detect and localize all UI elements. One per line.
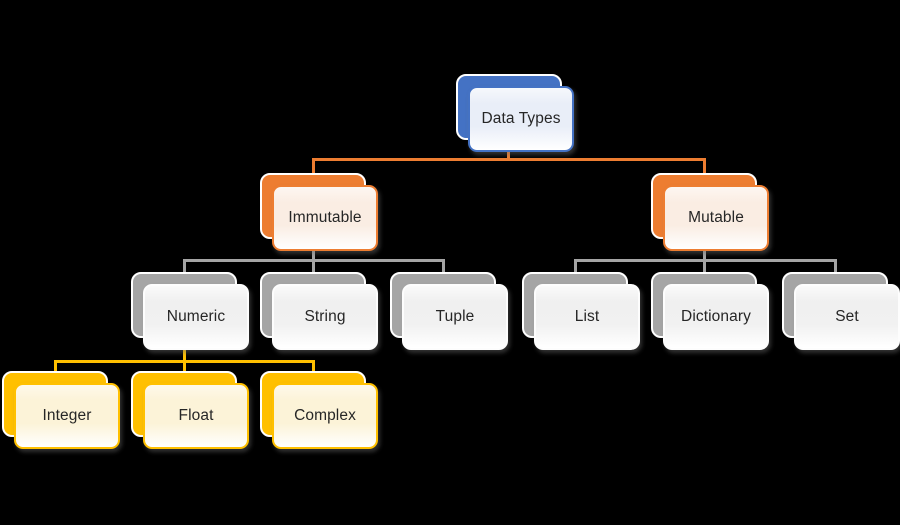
node-string: String (260, 272, 378, 350)
node-front-panel: Float (143, 383, 249, 449)
node-label: Set (835, 308, 859, 325)
node-tuple: Tuple (390, 272, 508, 350)
node-label: Numeric (166, 308, 226, 325)
connector-root-crossbar (312, 158, 706, 161)
node-numeric: Numeric (131, 272, 249, 350)
node-label: Dictionary (681, 308, 751, 325)
node-front-panel: List (534, 284, 640, 350)
node-label: Immutable (288, 209, 362, 226)
node-label: Integer (42, 407, 92, 424)
node-data-types: Data Types (456, 74, 574, 152)
node-front-panel: Integer (14, 383, 120, 449)
node-integer: Integer (2, 371, 120, 449)
connector-to-string (312, 259, 315, 279)
node-dictionary: Dictionary (651, 272, 769, 350)
node-front-panel: Immutable (272, 185, 378, 251)
connector-to-dictionary (703, 259, 706, 279)
connector-to-list (574, 259, 577, 279)
connector-mutable-stem (703, 245, 706, 262)
node-label: Complex (294, 407, 356, 424)
node-front-panel: Tuple (402, 284, 508, 350)
node-float: Float (131, 371, 249, 449)
node-front-panel: Set (794, 284, 900, 350)
connector-to-numeric (183, 259, 186, 279)
node-label: List (574, 308, 600, 325)
connector-to-integer (54, 360, 57, 378)
connector-to-complex (312, 360, 315, 378)
node-front-panel: String (272, 284, 378, 350)
node-label: Mutable (688, 209, 744, 226)
connector-to-tuple (442, 259, 445, 279)
node-complex: Complex (260, 371, 378, 449)
node-label: String (304, 308, 346, 325)
node-set: Set (782, 272, 900, 350)
connector-immutable-stem (312, 245, 315, 262)
node-front-panel: Mutable (663, 185, 769, 251)
node-front-panel: Dictionary (663, 284, 769, 350)
connector-numeric-stem (183, 344, 186, 362)
connector-root-stem (507, 146, 510, 161)
node-front-panel: Complex (272, 383, 378, 449)
node-front-panel: Data Types (468, 86, 574, 152)
node-front-panel: Numeric (143, 284, 249, 350)
connector-to-float (183, 360, 186, 378)
connector-to-set (834, 259, 837, 279)
connector-to-immutable (312, 158, 315, 178)
node-mutable: Mutable (651, 173, 769, 251)
connector-to-mutable (703, 158, 706, 178)
node-list: List (522, 272, 640, 350)
node-label: Tuple (435, 308, 475, 325)
node-label: Data Types (481, 110, 561, 127)
node-label: Float (178, 407, 214, 424)
node-immutable: Immutable (260, 173, 378, 251)
